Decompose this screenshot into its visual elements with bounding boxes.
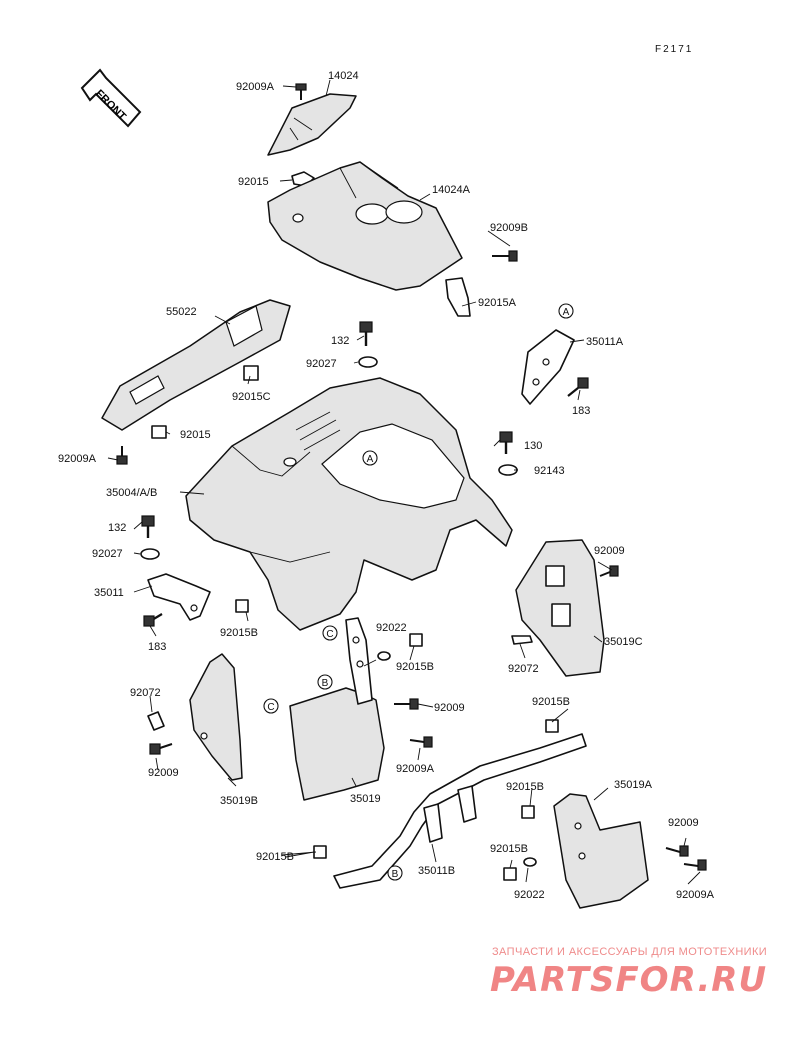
label-35019B: 35019B [220, 795, 258, 807]
label-92027-left: 92027 [92, 548, 123, 560]
washer-92027-top [358, 356, 378, 368]
watermark-tagline: ЗАПЧАСТИ И АКСЕССУАРЫ ДЛЯ МОТОТЕХНИКИ [492, 946, 768, 958]
label-92015C: 92015C [232, 391, 271, 403]
svg-text:A: A [563, 307, 570, 318]
nut-92015B-mid [409, 633, 423, 647]
bolt-92009B [492, 250, 518, 262]
front-arrow-icon: FRONT [80, 68, 142, 128]
nut-92015B-left [235, 599, 249, 613]
label-35019A: 35019A [614, 779, 653, 791]
label-92009-left: 92009 [148, 767, 179, 779]
nut-92015B-bottom [521, 805, 535, 819]
label-92009A-center: 92009A [396, 763, 435, 775]
part-35011 [147, 573, 211, 621]
washer-92027-left [140, 548, 160, 560]
label-92009B: 92009B [490, 222, 528, 234]
label-35019C: 35019C [604, 636, 643, 648]
label-92015-top: 92015 [238, 176, 269, 188]
bolt-132-top [359, 321, 373, 346]
part-35011B [333, 733, 587, 889]
svg-text:A: A [367, 454, 374, 465]
label-92015B-left: 92015B [220, 627, 258, 639]
bolt-130 [499, 431, 513, 454]
part-35019C [515, 539, 605, 677]
label-92009-right: 92009 [594, 545, 625, 557]
watermark-logo: PARTSFOR.RU [490, 960, 768, 1000]
label-55022: 55022 [166, 306, 197, 318]
svg-text:C: C [326, 629, 333, 640]
bolt-132-left [141, 515, 155, 538]
label-92022-bottom: 92022 [514, 889, 545, 901]
bolt-92009A-left [116, 446, 128, 465]
label-130: 130 [524, 440, 542, 452]
label-92015B-right: 92015B [506, 781, 544, 793]
figure-code: F2171 [655, 44, 693, 55]
label-132-top: 132 [331, 335, 349, 347]
label-92009A-top: 92009A [236, 81, 275, 93]
label-92072-left: 92072 [130, 687, 161, 699]
label-92015A: 92015A [478, 297, 517, 309]
bolt-92009-far [665, 845, 689, 857]
bolt-92009A-center [409, 736, 433, 748]
callout-B-upper: B [317, 674, 333, 690]
label-35011: 35011 [94, 587, 124, 599]
bolt-92009-right [599, 565, 619, 577]
callout-A-upper: A [558, 303, 574, 319]
label-35011B: 35011B [418, 865, 455, 877]
label-92015B-low: 92015B [256, 851, 294, 863]
bolt-183-left [143, 613, 163, 627]
label-183-right: 183 [572, 405, 590, 417]
label-92015B-mid: 92015B [396, 661, 434, 673]
bolt-92009A-top [295, 83, 307, 100]
label-35019: 35019 [350, 793, 381, 805]
bolt-92009A-far [683, 859, 707, 871]
part-55022 [101, 299, 291, 431]
nut-92015-mid [151, 425, 167, 439]
label-92143: 92143 [534, 465, 565, 477]
part-35004AB [185, 377, 513, 631]
label-92009A-far: 92009A [676, 889, 715, 901]
washer-92022-bottom [523, 857, 537, 867]
part-14024 [267, 93, 357, 156]
label-92015B-bridge: 92015B [532, 696, 570, 708]
svg-text:B: B [322, 678, 329, 689]
label-14024A: 14024A [432, 184, 471, 196]
bolt-92009-left [149, 743, 173, 755]
part-35019B [189, 653, 243, 781]
part-35019A [553, 793, 649, 909]
callout-A-lower: A [362, 450, 378, 466]
label-92027-top: 92027 [306, 358, 337, 370]
washer-92022-top [377, 651, 391, 661]
label-92022-top: 92022 [376, 622, 407, 634]
part-92072-right [511, 635, 533, 645]
label-35004AB: 35004/A/B [106, 487, 157, 499]
bolt-183-right [567, 377, 589, 397]
callout-C-upper: C [322, 625, 338, 641]
svg-text:C: C [267, 702, 274, 713]
label-183-left: 183 [148, 641, 166, 653]
callout-C-lower: C [263, 698, 279, 714]
svg-text:B: B [392, 869, 399, 880]
nut-92015B-right [545, 719, 559, 733]
part-92072-left [147, 711, 165, 731]
label-92009A-left: 92009A [58, 453, 97, 465]
clip-92015C [243, 365, 259, 381]
callout-B-lower: B [387, 865, 403, 881]
clip-92015A [445, 277, 471, 317]
label-35011A: 35011A [586, 336, 624, 348]
nut-92015B-low [503, 867, 517, 881]
label-92009-center: 92009 [434, 702, 465, 714]
part-14024A [267, 161, 463, 291]
label-132-left: 132 [108, 522, 126, 534]
label-92015-mid: 92015 [180, 429, 211, 441]
bolt-92009-center [394, 698, 419, 710]
part-35011A [521, 329, 575, 405]
label-92015B-bottom: 92015B [490, 843, 528, 855]
label-92072-right: 92072 [508, 663, 539, 675]
label-14024: 14024 [328, 70, 359, 82]
label-92009-far: 92009 [668, 817, 699, 829]
part-35019 [289, 617, 385, 801]
